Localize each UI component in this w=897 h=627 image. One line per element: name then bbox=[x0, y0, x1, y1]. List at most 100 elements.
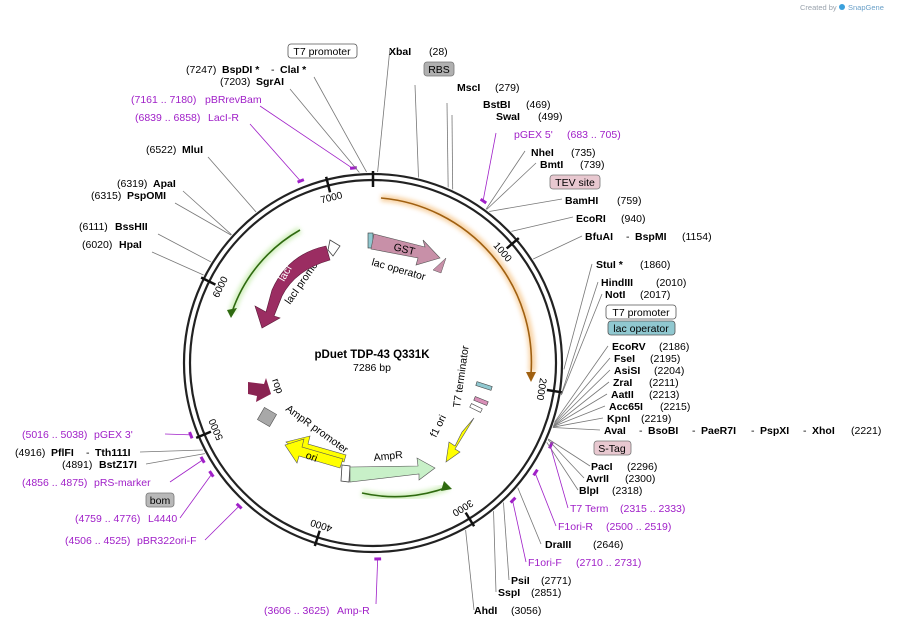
tick-label-6000: 6000 bbox=[211, 275, 231, 300]
ampr-feature[interactable] bbox=[349, 457, 436, 483]
site-bamhi[interactable]: BamHI bbox=[565, 195, 598, 207]
site-bfuai[interactable]: BfuAI bbox=[585, 231, 613, 243]
site-psii[interactable]: PsiI bbox=[511, 575, 530, 587]
site-draiii[interactable]: DraIII bbox=[545, 539, 571, 551]
site-bstz17i-pos: (4891) bbox=[62, 459, 92, 471]
leader-line bbox=[179, 473, 213, 519]
primer-f1ori-r[interactable]: F1ori-R bbox=[558, 521, 593, 533]
t7-promoter-right-mark[interactable] bbox=[473, 396, 489, 406]
box-t7-promoter-top[interactable]: T7 promoter bbox=[287, 43, 358, 59]
leader-line bbox=[534, 471, 557, 527]
site-bfuai-dash: - bbox=[626, 231, 630, 243]
primer-pgex3[interactable]: pGEX 3' bbox=[94, 429, 133, 441]
box-t7-promoter-top-text: T7 promoter bbox=[293, 46, 351, 58]
ampr-promoter-feature[interactable] bbox=[340, 464, 351, 483]
primer-amp-r[interactable]: Amp-R bbox=[337, 605, 370, 617]
site-apai[interactable]: ApaI bbox=[153, 178, 176, 190]
laci-orf-arc[interactable] bbox=[231, 229, 301, 313]
site-noti-pos: (2017) bbox=[640, 289, 670, 301]
ampr-orf-head bbox=[441, 481, 452, 491]
site-msci[interactable]: MscI bbox=[457, 82, 480, 94]
tick-5000 bbox=[195, 430, 212, 440]
site-pflfi-pos: (4916) bbox=[15, 447, 45, 459]
primer-prs-marker[interactable]: pRS-marker bbox=[94, 477, 151, 489]
box-rbs[interactable]: RBS bbox=[423, 61, 455, 77]
site-tth111i[interactable]: Tth111I bbox=[95, 447, 131, 459]
site-hpai[interactable]: HpaI bbox=[119, 239, 142, 251]
leader-line bbox=[560, 293, 603, 396]
site-ecorv[interactable]: EcoRV bbox=[612, 341, 646, 353]
site-blpi[interactable]: BlpI bbox=[579, 485, 599, 497]
site-bspmi[interactable]: BspMI bbox=[635, 231, 667, 243]
site-bsobi[interactable]: BsoBI bbox=[648, 425, 678, 437]
box-tev-site[interactable]: TEV site bbox=[549, 174, 601, 190]
site-ahdi[interactable]: AhdI bbox=[474, 605, 497, 617]
site-acc65i[interactable]: Acc65I bbox=[609, 401, 643, 413]
site-bsshii[interactable]: BssHII bbox=[115, 221, 148, 233]
stag-mark[interactable] bbox=[469, 403, 483, 413]
site-paci[interactable]: PacI bbox=[591, 461, 613, 473]
box-t7-promoter-right[interactable]: T7 promoter bbox=[605, 304, 677, 320]
site-ecori[interactable]: EcoRI bbox=[576, 213, 606, 225]
rop-label: rop bbox=[269, 377, 286, 396]
site-sgrai[interactable]: SgrAI bbox=[256, 76, 284, 88]
site-zrai[interactable]: ZraI bbox=[613, 377, 632, 389]
site-avai[interactable]: AvaI bbox=[604, 425, 626, 437]
site-bstz17i[interactable]: BstZ17I bbox=[99, 459, 137, 471]
site-kpni[interactable]: KpnI bbox=[607, 413, 630, 425]
site-hindiii[interactable]: HindIII bbox=[601, 277, 633, 289]
site-fsei[interactable]: FseI bbox=[614, 353, 635, 365]
site-pflfi[interactable]: PflFI bbox=[51, 447, 74, 459]
primer-pgex5[interactable]: pGEX 5' bbox=[514, 129, 553, 141]
f1-ori-feature[interactable] bbox=[445, 417, 475, 463]
bom-feature[interactable] bbox=[257, 407, 277, 427]
site-sspi[interactable]: SspI bbox=[498, 587, 520, 599]
site-pspxi[interactable]: PspXI bbox=[760, 425, 789, 437]
site-avrii[interactable]: AvrII bbox=[586, 473, 609, 485]
site-nhei-pos: (735) bbox=[571, 147, 596, 159]
site-asisi[interactable]: AsiSI bbox=[614, 365, 640, 377]
tick-label-5000: 5000 bbox=[207, 416, 226, 441]
primer-pbrrevbam[interactable]: pBRrevBam bbox=[205, 94, 262, 106]
site-bspdi[interactable]: BspDI * bbox=[222, 64, 260, 76]
lac-operator-right-mark[interactable] bbox=[475, 381, 493, 391]
ampr-orf-arc[interactable] bbox=[361, 486, 449, 498]
site-bmti[interactable]: BmtI bbox=[540, 159, 563, 171]
primer-t7-term[interactable]: T7 Term bbox=[570, 503, 609, 515]
gst-feature[interactable] bbox=[370, 233, 441, 266]
site-bstbi[interactable]: BstBI bbox=[483, 99, 511, 111]
site-xhoi[interactable]: XhoI bbox=[812, 425, 835, 437]
site-swai[interactable]: SwaI bbox=[496, 111, 520, 123]
rop-feature[interactable] bbox=[248, 378, 271, 402]
primer-f1ori-f[interactable]: F1ori-F bbox=[528, 557, 562, 569]
site-noti[interactable]: NotI bbox=[605, 289, 625, 301]
site-clai[interactable]: ClaI * bbox=[280, 64, 307, 76]
site-aatii[interactable]: AatII bbox=[611, 389, 634, 401]
primer-laci-r[interactable]: LacI-R bbox=[208, 112, 239, 124]
leader-line bbox=[549, 444, 569, 509]
primer-marker[interactable] bbox=[509, 496, 517, 504]
site-nhei[interactable]: NheI bbox=[531, 147, 554, 159]
primer-l4440[interactable]: L4440 bbox=[148, 513, 177, 525]
site-avai-pos: (2221) bbox=[851, 425, 881, 437]
tick-label-2000: 2000 bbox=[534, 377, 548, 401]
laci-feature[interactable] bbox=[254, 245, 331, 329]
primer-marker[interactable] bbox=[532, 468, 539, 477]
primer-pbr322ori-f[interactable]: pBR322ori-F bbox=[137, 535, 197, 547]
site-pspomi[interactable]: PspOMI bbox=[127, 190, 166, 202]
site-draiii-pos: (2646) bbox=[593, 539, 623, 551]
box-lac-operator-right[interactable]: lac operator bbox=[607, 320, 676, 336]
t7-terminator-label: T7 terminator bbox=[451, 344, 472, 408]
orf-arc[interactable] bbox=[380, 197, 533, 375]
site-kpni-pos: (2219) bbox=[641, 413, 671, 425]
laci-promoter-feature[interactable] bbox=[327, 239, 341, 257]
site-mlui[interactable]: MluI bbox=[182, 144, 203, 156]
site-stui[interactable]: StuI * bbox=[596, 259, 624, 271]
gst-label: GST bbox=[392, 241, 416, 258]
box-s-tag[interactable]: S-Tag bbox=[593, 440, 632, 456]
leader-line bbox=[169, 459, 204, 483]
site-xbai[interactable]: XbaI bbox=[389, 46, 411, 58]
site-paer7i[interactable]: PaeR7I bbox=[701, 425, 736, 437]
box-bom[interactable]: bom bbox=[145, 492, 175, 508]
